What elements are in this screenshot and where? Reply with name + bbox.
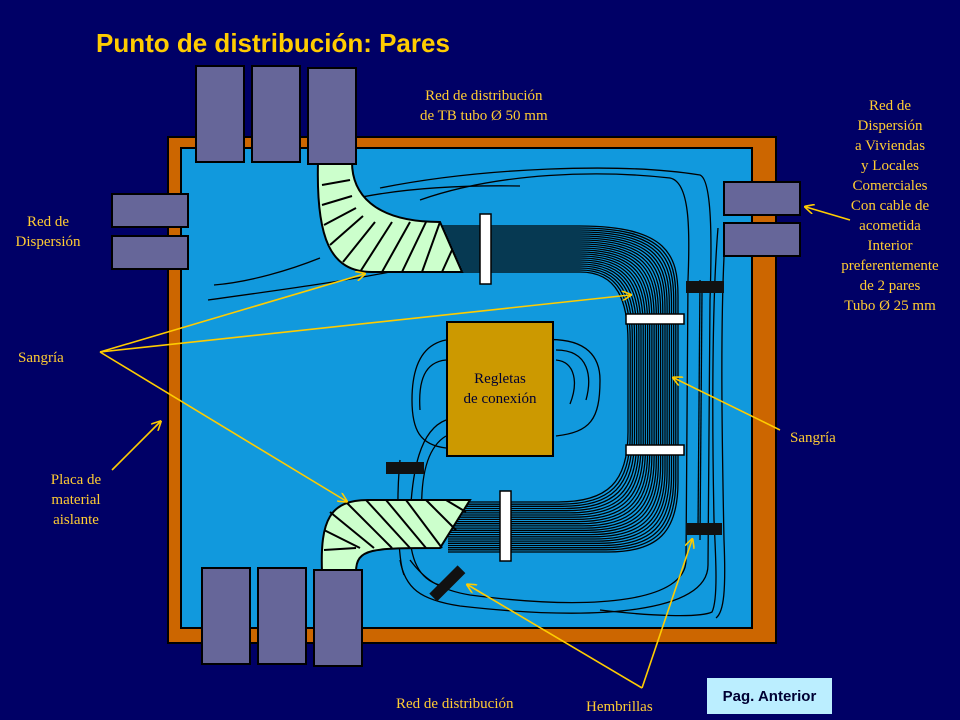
label-line: Red de	[868, 98, 912, 114]
hembrillas	[386, 281, 724, 602]
label-line: Regletas	[474, 371, 526, 387]
label-line: de 2 pares	[859, 278, 921, 294]
label-line: de conexión	[463, 391, 537, 407]
cable-wire	[432, 259, 642, 516]
cable-wire	[432, 251, 651, 525]
cable-wire	[432, 247, 655, 529]
tube-bottom-1	[201, 567, 251, 665]
regletas-block	[446, 321, 554, 457]
cable-wire	[432, 233, 670, 544]
cable-wire	[432, 271, 629, 503]
label-red-dispersion-left: Red de Dispersión	[2, 212, 94, 252]
label-line: acometida	[859, 218, 921, 234]
cable-wire	[432, 269, 631, 505]
label-line: de TB tubo Ø 50 mm	[420, 108, 548, 124]
label-line: material	[51, 492, 101, 508]
cable-wire	[432, 265, 636, 510]
label-line: Tubo Ø 25 mm	[844, 298, 936, 314]
label-regletas: Regletas de conexión	[447, 369, 553, 409]
cable-wire	[432, 235, 668, 542]
cable-wire	[432, 261, 640, 514]
label-red-distribucion-tb: Red de distribución de TB tubo Ø 50 mm	[420, 86, 548, 126]
label-line: preferentemente	[841, 258, 939, 274]
tubes-right	[723, 181, 801, 257]
cable-bundle	[432, 225, 679, 553]
cable-wire	[432, 227, 677, 551]
label-red-dispersion-viviendas: Red de Dispersión a Viviendas y Locales …	[824, 96, 956, 316]
label-line: Placa de	[50, 472, 102, 488]
label-line: Comerciales	[852, 178, 928, 194]
cable-wire	[432, 243, 660, 534]
label-line: y Locales	[861, 158, 919, 174]
cable-wire	[432, 257, 644, 518]
page-title: Punto de distribución: Pares	[96, 28, 450, 58]
cable-wire	[432, 231, 673, 547]
cable-wire	[432, 239, 664, 538]
tube-top-1	[195, 65, 245, 163]
cable-wire	[432, 245, 657, 531]
label-hembrillas: Hembrillas	[586, 699, 653, 715]
label-line: Con cable de	[850, 198, 930, 214]
loose-cables	[207, 167, 726, 619]
label-line: Dispersión	[15, 234, 81, 250]
tube-top-3	[307, 67, 357, 165]
label-line: Dispersión	[857, 118, 923, 134]
label-placa-aislante: Placa de material aislante	[30, 470, 122, 530]
label-line: a Viviendas	[854, 138, 926, 154]
cable-wire	[432, 253, 649, 523]
tubes-top	[195, 65, 357, 165]
cable-wire	[432, 249, 653, 527]
cable-wire	[432, 229, 675, 549]
cable-wire	[432, 225, 679, 553]
tubes-left	[111, 193, 189, 270]
tube-top-2	[251, 65, 301, 163]
pointer-arrows	[99, 207, 851, 689]
cable-wire	[432, 241, 662, 536]
label-line: Red de	[26, 214, 70, 230]
cable-wire	[432, 255, 647, 521]
label-line: aislante	[53, 512, 99, 528]
cable-wire	[432, 237, 666, 540]
cable-wire	[432, 263, 638, 512]
tube-bottom-2	[257, 567, 307, 665]
label-line: Interior	[867, 238, 913, 254]
cable-wire	[432, 267, 633, 507]
tube-bottom-3	[313, 569, 363, 667]
sangria-top	[316, 161, 464, 273]
sangria-bottom	[320, 499, 472, 573]
tubes-bottom	[201, 567, 363, 667]
label-sangria-right: Sangría	[790, 430, 836, 446]
label-sangria-left: Sangría	[18, 350, 64, 366]
label-red-distribucion-bottom: Red de distribución	[396, 696, 514, 712]
label-line: Red de distribución	[425, 88, 543, 104]
previous-page-button[interactable]: Pag. Anterior	[707, 678, 832, 714]
bundle-clamps	[479, 213, 685, 562]
